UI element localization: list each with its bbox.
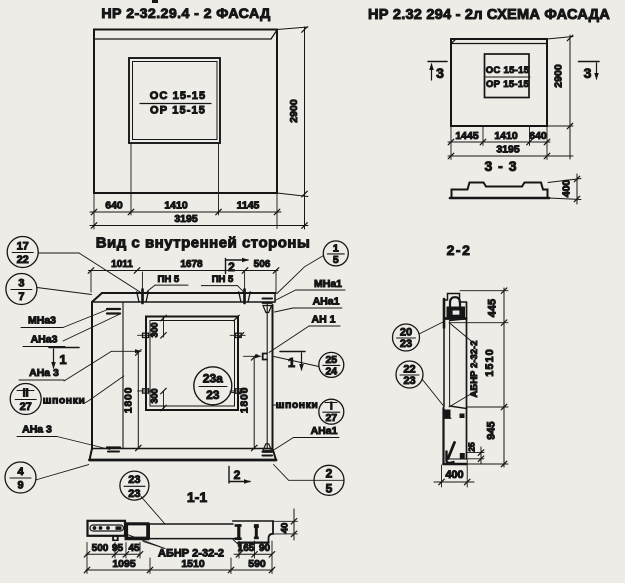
svg-text:506: 506 xyxy=(254,259,271,270)
svg-text:24: 24 xyxy=(325,365,337,377)
svg-text:ii: ii xyxy=(23,388,29,400)
svg-text:3195: 3195 xyxy=(174,213,198,225)
svg-text:1011: 1011 xyxy=(111,259,133,270)
svg-text:4: 4 xyxy=(17,466,24,478)
svg-text:22: 22 xyxy=(403,364,415,376)
svg-text:300: 300 xyxy=(150,322,160,337)
svg-text:Вид с внутренней стороны: Вид с внутренней стороны xyxy=(96,235,311,252)
svg-text:3195: 3195 xyxy=(496,144,520,156)
svg-text:МНа1: МНа1 xyxy=(314,278,342,290)
svg-text:640: 640 xyxy=(105,200,123,212)
svg-text:25: 25 xyxy=(325,354,337,366)
svg-text:23: 23 xyxy=(400,338,412,350)
svg-text:590: 590 xyxy=(248,558,266,570)
svg-text:ОР 15-15: ОР 15-15 xyxy=(150,105,206,117)
svg-text:АБНР 2-32-2: АБНР 2-32-2 xyxy=(158,548,224,560)
svg-text:ПН 5: ПН 5 xyxy=(212,274,234,285)
svg-text:23: 23 xyxy=(403,375,415,387)
svg-text:АНа 3: АНа 3 xyxy=(22,424,52,436)
svg-text:1800: 1800 xyxy=(239,387,251,414)
svg-text:шпонки: шпонки xyxy=(276,399,319,411)
svg-text:3: 3 xyxy=(436,65,444,81)
svg-text:3: 3 xyxy=(584,65,592,81)
svg-text:25: 25 xyxy=(467,442,477,452)
svg-text:400: 400 xyxy=(561,180,573,198)
svg-text:23: 23 xyxy=(128,488,140,500)
svg-text:500: 500 xyxy=(92,543,109,554)
svg-text:АБНР 2-32-2: АБНР 2-32-2 xyxy=(469,341,480,398)
svg-text:МНа3: МНа3 xyxy=(28,315,56,327)
svg-text:95: 95 xyxy=(112,543,124,554)
svg-text:90: 90 xyxy=(259,543,271,554)
svg-text:1: 1 xyxy=(59,352,66,367)
svg-text:АНа1: АНа1 xyxy=(313,296,340,308)
svg-text:23: 23 xyxy=(206,388,220,402)
svg-text:ПН 5: ПН 5 xyxy=(157,274,179,285)
svg-text:23а: 23а xyxy=(203,372,223,386)
svg-text:3 - 3: 3 - 3 xyxy=(484,158,517,174)
svg-text:17: 17 xyxy=(17,241,29,253)
svg-text:945: 945 xyxy=(486,421,498,439)
svg-text:АН 1: АН 1 xyxy=(312,314,336,326)
svg-text:НР 2.32 294 - 2л СХЕМА ФАСАДА: НР 2.32 294 - 2л СХЕМА ФАСАДА xyxy=(368,7,610,23)
svg-text:1800: 1800 xyxy=(123,387,135,414)
svg-text:2: 2 xyxy=(326,467,333,481)
svg-text:ОС 15-15: ОС 15-15 xyxy=(150,90,207,102)
svg-text:3: 3 xyxy=(18,278,24,290)
svg-text:ОС 15-15: ОС 15-15 xyxy=(486,65,530,76)
svg-text:22: 22 xyxy=(17,254,29,266)
svg-text:445: 445 xyxy=(487,299,499,317)
svg-text:40: 40 xyxy=(280,523,291,534)
svg-text:23: 23 xyxy=(128,474,140,486)
svg-text:400: 400 xyxy=(445,469,463,481)
svg-text:9: 9 xyxy=(17,480,23,492)
svg-text:300: 300 xyxy=(150,388,160,403)
svg-text:1: 1 xyxy=(288,355,295,370)
svg-text:1510: 1510 xyxy=(181,558,205,570)
svg-text:1510: 1510 xyxy=(484,348,496,376)
svg-text:ОР 15-15: ОР 15-15 xyxy=(486,79,529,90)
svg-text:2: 2 xyxy=(228,260,235,274)
svg-text:1678: 1678 xyxy=(180,259,203,270)
svg-text:1410: 1410 xyxy=(164,200,188,212)
svg-text:20: 20 xyxy=(400,327,412,339)
svg-text:165: 165 xyxy=(238,543,255,554)
svg-text:640: 640 xyxy=(529,130,547,142)
svg-text:5: 5 xyxy=(333,254,339,266)
svg-text:АНа 3: АНа 3 xyxy=(29,367,59,379)
svg-text:1: 1 xyxy=(333,242,339,254)
svg-text:1445: 1445 xyxy=(455,130,479,142)
svg-text:1145: 1145 xyxy=(237,200,260,212)
svg-text:27: 27 xyxy=(20,401,32,413)
svg-text:45: 45 xyxy=(128,543,140,554)
svg-text:5: 5 xyxy=(326,482,333,496)
svg-text:АНа3: АНа3 xyxy=(31,334,58,346)
svg-text:1-1: 1-1 xyxy=(187,489,207,505)
svg-text:27: 27 xyxy=(325,412,337,424)
svg-text:2900: 2900 xyxy=(288,99,300,123)
svg-text:1410: 1410 xyxy=(494,130,518,142)
svg-text:НР 2-32.29.4 - 2 ФАСАД: НР 2-32.29.4 - 2 ФАСАД xyxy=(101,6,270,22)
svg-text:1095: 1095 xyxy=(112,558,136,570)
svg-text:2900: 2900 xyxy=(553,64,565,88)
svg-text:АНа1: АНа1 xyxy=(311,425,338,437)
svg-text:2-2: 2-2 xyxy=(447,242,472,258)
svg-text:i: i xyxy=(330,401,333,413)
svg-text:шпонки: шпонки xyxy=(43,395,86,407)
svg-text:7: 7 xyxy=(18,291,24,303)
svg-text:2: 2 xyxy=(234,468,241,482)
